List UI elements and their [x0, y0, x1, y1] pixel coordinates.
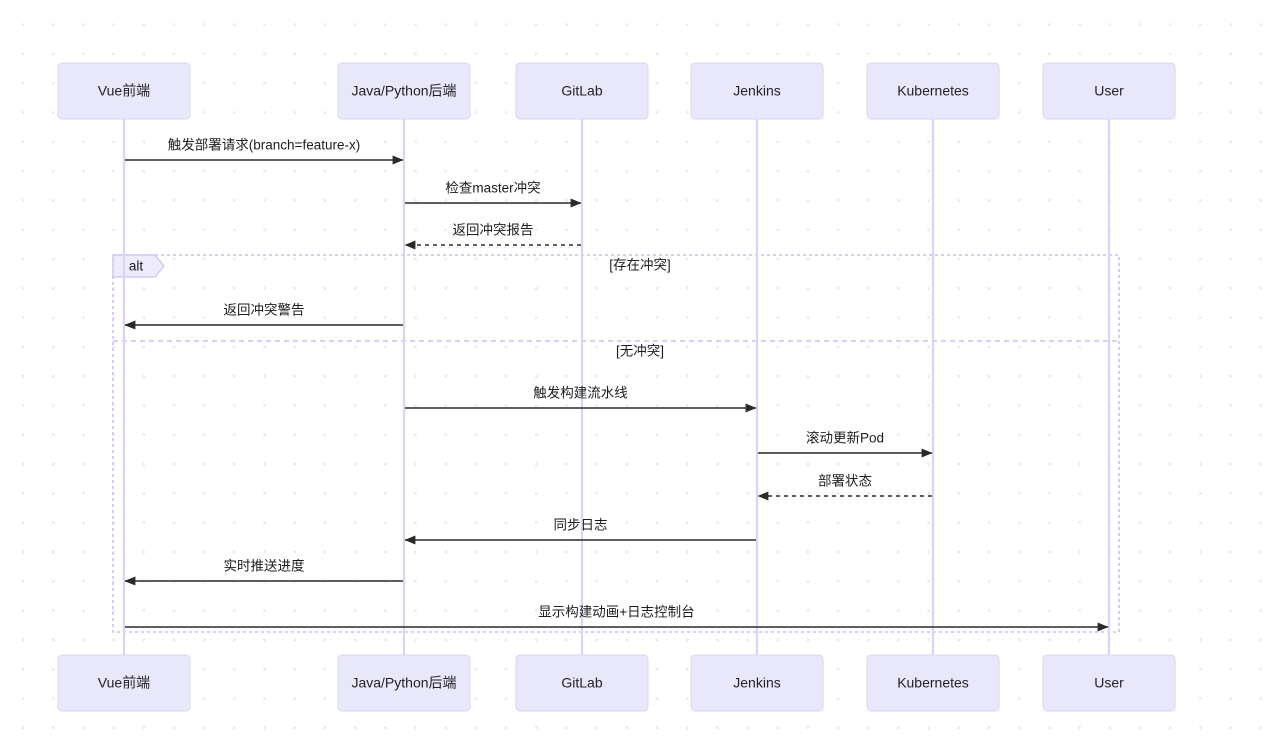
participant-box-shape	[515, 654, 649, 712]
message-m1: 触发部署请求(branch=feature-x)	[125, 138, 404, 165]
participant-jen-bottom[interactable]: Jenkins	[690, 654, 824, 712]
participant-box-shape	[690, 62, 824, 120]
participant-label: User	[1094, 83, 1124, 99]
message-m6: 滚动更新Pod	[758, 430, 933, 458]
participant-user-top[interactable]: User	[1042, 62, 1176, 120]
message-m10: 显示构建动画+日志控制台	[125, 605, 1109, 632]
message-m8: 同步日志	[404, 518, 756, 545]
participant-label: GitLab	[561, 675, 602, 691]
participant-box-shape	[515, 62, 649, 120]
alt-condition-label-1: [无冲突]	[616, 344, 664, 359]
message-label-m9: 实时推送进度	[224, 559, 305, 574]
participant-box-shape	[866, 654, 1000, 712]
participant-box-shape	[337, 654, 471, 712]
participant-box-shape	[57, 62, 191, 120]
participant-jen-top[interactable]: Jenkins	[690, 62, 824, 120]
message-label-m1: 触发部署请求(branch=feature-x)	[168, 138, 360, 153]
alt-frame-border	[112, 254, 1120, 633]
message-label-m2: 检查master冲突	[445, 181, 540, 196]
participant-k8s-top[interactable]: Kubernetes	[866, 62, 1000, 120]
alt-tag-label: alt	[129, 259, 144, 274]
participant-k8s-bottom[interactable]: Kubernetes	[866, 654, 1000, 712]
message-m2: 检查master冲突	[405, 181, 582, 208]
participant-label: Java/Python后端	[351, 675, 456, 691]
participant-label: Kubernetes	[897, 675, 969, 691]
message-m4: 返回冲突警告	[124, 303, 403, 330]
participant-label: User	[1094, 675, 1124, 691]
participant-box-shape	[866, 62, 1000, 120]
alt-condition-label-0: [存在冲突]	[609, 258, 671, 273]
message-label-m6: 滚动更新Pod	[806, 430, 884, 446]
participant-git-bottom[interactable]: GitLab	[515, 654, 649, 712]
participant-git-top[interactable]: GitLab	[515, 62, 649, 120]
messages-group: 触发部署请求(branch=feature-x) 检查master冲突返回冲突报告…	[124, 138, 1109, 632]
message-label-m3: 返回冲突报告	[453, 223, 534, 238]
message-m9: 实时推送进度	[124, 559, 403, 586]
participant-back-bottom[interactable]: Java/Python后端	[337, 654, 471, 712]
message-m5: 触发构建流水线	[405, 386, 757, 413]
participant-label: Vue前端	[98, 83, 150, 99]
participant-box-shape	[1042, 654, 1176, 712]
participant-box-shape	[1042, 62, 1176, 120]
participant-label: Java/Python后端	[351, 83, 456, 99]
alt-tag-shape	[112, 254, 165, 278]
participant-label: Vue前端	[98, 675, 150, 691]
participant-box-shape	[337, 62, 471, 120]
message-label-m5: 触发构建流水线	[533, 386, 628, 401]
message-label-m4: 返回冲突警告	[224, 303, 305, 318]
participant-label: Jenkins	[733, 675, 780, 691]
participant-vue-top[interactable]: Vue前端	[57, 62, 191, 120]
lifelines-group	[122, 119, 1111, 655]
participant-label: Jenkins	[733, 83, 780, 99]
message-label-m10: 显示构建动画+日志控制台	[538, 605, 694, 620]
participant-back-top[interactable]: Java/Python后端	[337, 62, 471, 120]
participant-box-shape	[57, 654, 191, 712]
participant-vue-bottom[interactable]: Vue前端	[57, 654, 191, 712]
message-m3: 返回冲突报告	[404, 223, 581, 250]
participant-user-bottom[interactable]: User	[1042, 654, 1176, 712]
message-m7: 部署状态	[757, 474, 932, 501]
message-label-m8: 同步日志	[554, 518, 608, 533]
alt-fragment: alt [存在冲突] [无冲突]	[112, 254, 1120, 633]
participant-label: GitLab	[561, 83, 602, 99]
participant-box-shape	[690, 654, 824, 712]
participant-label: Kubernetes	[897, 83, 969, 99]
message-label-m7: 部署状态	[818, 474, 872, 489]
